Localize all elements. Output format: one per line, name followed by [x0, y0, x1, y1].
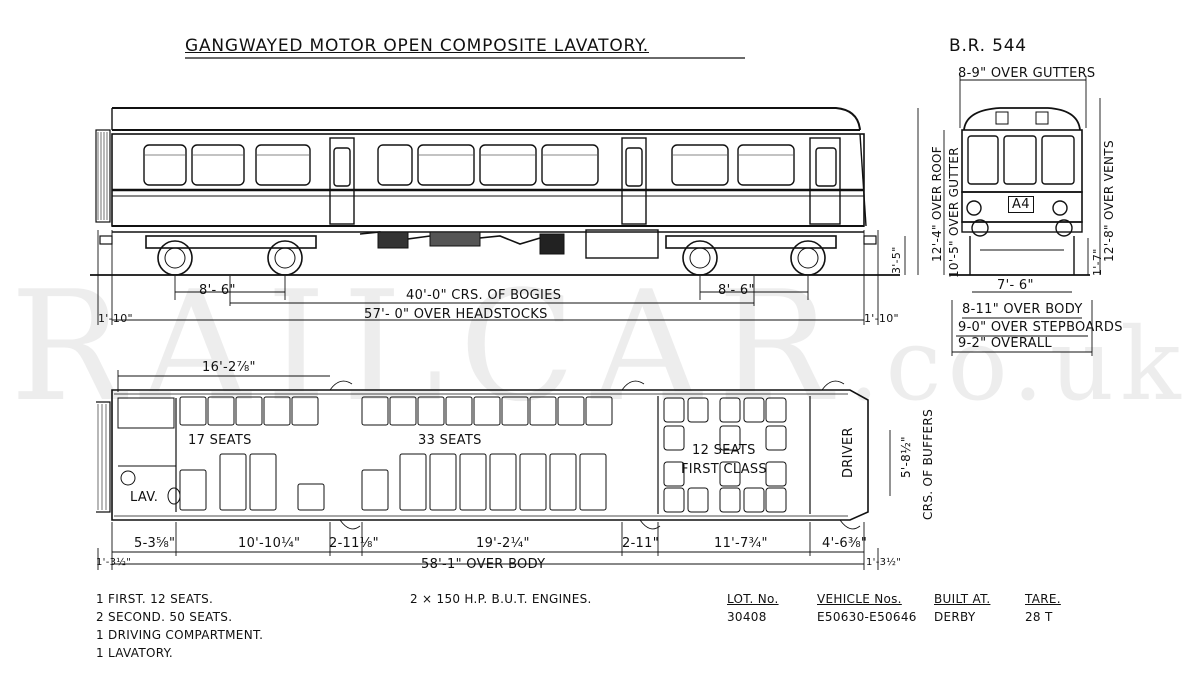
- plan-dim-6: 11'-7¾": [714, 536, 768, 551]
- bogie-centres-dim: 40'-0" CRS. OF BOGIES: [406, 288, 562, 303]
- table-header-vehicles: VEHICLE Nos.: [817, 592, 902, 606]
- plan-dim-7: 4'-6⅜": [822, 536, 868, 551]
- table-value-built: DERBY: [934, 610, 976, 624]
- note-second: 2 SECOND. 50 SEATS.: [96, 610, 233, 624]
- watermark-suffix: .co.uk: [847, 306, 1187, 423]
- over-body-end-dim: 8-11" OVER BODY: [962, 302, 1083, 317]
- plan-dim-2: 10'-10¼": [238, 536, 301, 551]
- watermark-text: RAILCAR: [10, 258, 848, 435]
- note-lavatory: 1 LAVATORY.: [96, 646, 173, 660]
- bogie-width-dim: 7'- 6": [997, 278, 1034, 293]
- over-headstocks-dim: 57'- 0" OVER HEADSTOCKS: [364, 307, 548, 322]
- end-elevation: [917, 76, 1101, 356]
- plan-end-right: 1'-3½": [866, 557, 902, 568]
- first-bay-dim: 16'-2⅞": [202, 360, 256, 375]
- over-gutters-dim: 8-9" OVER GUTTERS: [958, 66, 1096, 81]
- note-engines: 2 × 150 H.P. B.U.T. ENGINES.: [410, 592, 592, 606]
- plan-dim-1: 5-3⅝": [134, 536, 176, 551]
- diagram-number: B.R. 544: [949, 36, 1027, 56]
- bogie-wheelbase-right: 8'- 6": [718, 283, 755, 298]
- lav-label: LAV.: [130, 490, 159, 505]
- over-stepboards-dim: 9-0" OVER STEPBOARDS: [958, 320, 1123, 335]
- over-gutter-dim: 10'-5" OVER GUTTER: [947, 147, 961, 278]
- plan-dim-4: 19'-2¼": [476, 536, 530, 551]
- seats-17-label: 17 SEATS: [188, 433, 252, 448]
- table-value-tare: 28 T: [1025, 610, 1053, 624]
- rail-height-dim: 1'-7": [1091, 248, 1104, 276]
- watermark: RAILCAR.co.uk: [10, 258, 1187, 435]
- side-elevation: [90, 107, 906, 325]
- over-vents-dim: 12'-8" OVER VENTS: [1102, 140, 1116, 262]
- seats-33-label: 33 SEATS: [418, 433, 482, 448]
- bogie-wheelbase-left: 8'- 6": [199, 283, 236, 298]
- driver-label: DRIVER: [841, 427, 856, 478]
- table-value-vehicles: E50630-E50646: [817, 610, 917, 624]
- seats-12-label: 12 SEATS: [692, 443, 756, 458]
- note-first: 1 FIRST. 12 SEATS.: [96, 592, 214, 606]
- diagram-title: GANGWAYED MOTOR OPEN COMPOSITE LAVATORY.: [185, 36, 649, 56]
- headcode-box: A4: [1008, 196, 1034, 213]
- table-header-tare: TARE.: [1025, 592, 1061, 606]
- table-header-built: BUILT AT.: [934, 592, 991, 606]
- table-value-lot: 30408: [727, 610, 767, 624]
- note-driving: 1 DRIVING COMPARTMENT.: [96, 628, 264, 642]
- first-class-label: FIRST CLASS: [681, 462, 767, 477]
- overall-width-dim: 9-2" OVERALL: [958, 336, 1052, 351]
- plan-dim-3: 2-11⅛": [329, 536, 379, 551]
- table-header-lot: LOT. No.: [727, 592, 779, 606]
- plan-dim-5: 2-11": [622, 536, 659, 551]
- overhang-left: 1'-10": [98, 312, 133, 325]
- over-roof-dim: 12'-4" OVER ROOF: [930, 146, 944, 262]
- overhang-right: 1'-10": [864, 312, 899, 325]
- buffer-height-dim: 3'-5": [890, 246, 903, 274]
- crs-buffers-label: CRS. OF BUFFERS: [921, 409, 935, 520]
- buffers-width-dim: 5'-8½": [899, 436, 913, 478]
- over-body-dim: 58'-1" OVER BODY: [421, 557, 546, 572]
- plan-view: [96, 370, 891, 570]
- plan-end-left: 1'-3½": [96, 557, 132, 568]
